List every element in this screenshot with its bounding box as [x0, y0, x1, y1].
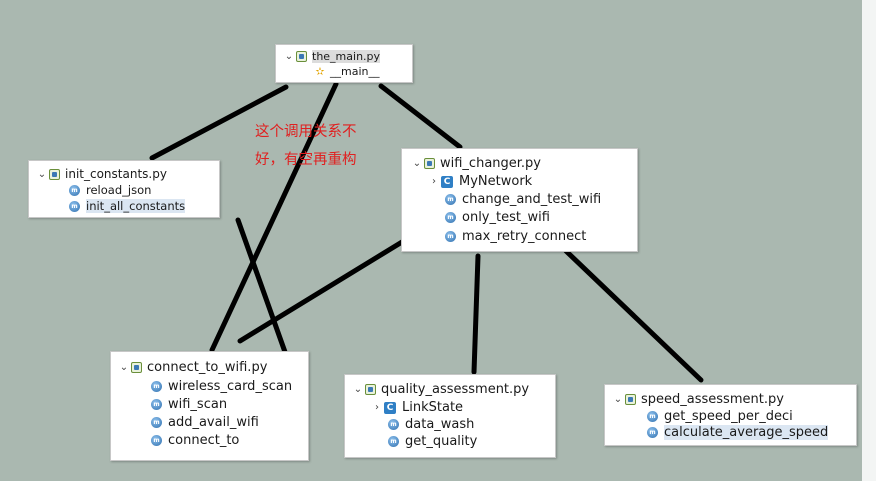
tree-item-only-test-wifi[interactable]: m only_test_wifi — [445, 210, 550, 225]
edge-main-init — [149, 84, 289, 161]
chevron-down-icon[interactable]: ⌄ — [412, 158, 422, 169]
annotation-line-2: 好，有空再重构 — [255, 152, 357, 168]
tree-node-wifi-changer[interactable]: ⌄ wifi_changer.py — [410, 156, 541, 171]
chevron-down-icon[interactable]: ⌄ — [284, 51, 294, 62]
refactor-annotation: 这个调用关系不 好，有空再重构 — [255, 118, 357, 174]
tree-item-change-and-test-wifi[interactable]: m change_and_test_wifi — [445, 192, 601, 207]
method-icon: m — [388, 436, 399, 447]
module-label: quality_assessment.py — [381, 382, 530, 397]
module-label: speed_assessment.py — [641, 392, 784, 407]
edge-connect-init — [235, 217, 288, 355]
tree-item-add-avail-wifi[interactable]: m add_avail_wifi — [151, 415, 259, 430]
method-icon: m — [647, 411, 658, 422]
module-box-the-main: ⌄ the_main.py ✫ __main__ — [275, 44, 413, 83]
python-file-icon — [365, 384, 376, 395]
item-label: add_avail_wifi — [168, 415, 259, 430]
python-file-icon — [131, 362, 142, 373]
module-label: init_constants.py — [65, 167, 167, 181]
item-label: get_speed_per_deci — [664, 409, 793, 424]
item-label: max_retry_connect — [462, 229, 587, 244]
module-label: the_main.py — [312, 50, 381, 63]
tree-item-main[interactable]: ✫ __main__ — [314, 65, 379, 78]
item-label: change_and_test_wifi — [462, 192, 602, 207]
python-file-icon — [296, 51, 307, 62]
chevron-right-icon[interactable]: › — [432, 176, 436, 187]
python-file-icon — [49, 168, 60, 180]
tree-item-connect-to[interactable]: m connect_to — [151, 433, 239, 448]
item-label: init_all_constants — [86, 199, 186, 213]
item-label: only_test_wifi — [462, 210, 550, 225]
class-icon: C — [441, 175, 453, 188]
edge-main-wifi — [378, 83, 463, 150]
method-icon: m — [151, 381, 162, 392]
method-icon: m — [151, 435, 162, 446]
item-label: connect_to — [168, 433, 240, 448]
method-icon: m — [151, 399, 162, 410]
tree-node-init-constants[interactable]: ⌄ init_constants.py — [35, 167, 167, 181]
annotation-line-1: 这个调用关系不 — [255, 124, 357, 140]
chevron-down-icon[interactable]: ⌄ — [613, 394, 623, 405]
method-icon: m — [445, 194, 456, 205]
chevron-down-icon[interactable]: ⌄ — [119, 362, 129, 373]
tree-node-the-main[interactable]: ⌄ the_main.py — [282, 50, 381, 63]
method-icon: m — [445, 212, 456, 223]
tree-item-data-wash[interactable]: m data_wash — [388, 417, 474, 432]
tree-item-linkstate[interactable]: › C LinkState — [370, 400, 463, 415]
star-icon: ✫ — [315, 65, 325, 78]
method-icon: m — [445, 231, 456, 242]
page-edge — [862, 0, 876, 481]
item-label: calculate_average_speed — [664, 425, 829, 440]
tree-item-calculate-average-speed[interactable]: m calculate_average_speed — [647, 425, 829, 440]
item-label: MyNetwork — [459, 174, 533, 189]
tree-node-speed-assessment[interactable]: ⌄ speed_assessment.py — [611, 392, 784, 407]
edge-main-connect — [209, 81, 339, 353]
module-label: wifi_changer.py — [440, 156, 542, 171]
python-file-icon — [625, 394, 636, 405]
class-icon: C — [384, 401, 396, 414]
tree-item-reload-json[interactable]: m reload_json — [69, 183, 151, 197]
module-box-init-constants: ⌄ init_constants.py m reload_json m init… — [28, 160, 220, 218]
tree-item-get-quality[interactable]: m get_quality — [388, 434, 477, 449]
item-label: data_wash — [405, 417, 475, 432]
item-label: reload_json — [86, 183, 152, 197]
method-icon: m — [647, 427, 658, 438]
edge-wifi-quality — [471, 253, 481, 375]
chevron-right-icon[interactable]: › — [375, 402, 379, 413]
method-icon: m — [151, 417, 162, 428]
edge-wifi-connect — [237, 239, 405, 344]
module-label: connect_to_wifi.py — [147, 360, 268, 375]
item-label: LinkState — [402, 400, 464, 415]
item-label: wireless_card_scan — [168, 379, 293, 394]
tree-item-max-retry-connect[interactable]: m max_retry_connect — [445, 229, 586, 244]
tree-item-get-speed-per-deci[interactable]: m get_speed_per_deci — [647, 409, 793, 424]
method-icon: m — [69, 200, 80, 212]
module-box-connect-to-wifi: ⌄ connect_to_wifi.py m wireless_card_sca… — [110, 351, 309, 461]
item-label: get_quality — [405, 434, 478, 449]
item-label: __main__ — [330, 65, 380, 78]
tree-item-wifi-scan[interactable]: m wifi_scan — [151, 397, 227, 412]
edge-wifi-speed — [563, 248, 704, 383]
tree-item-wireless-card-scan[interactable]: m wireless_card_scan — [151, 379, 292, 394]
module-box-quality-assessment: ⌄ quality_assessment.py › C LinkState m … — [344, 374, 556, 458]
item-label: wifi_scan — [168, 397, 228, 412]
module-box-speed-assessment: ⌄ speed_assessment.py m get_speed_per_de… — [604, 384, 857, 446]
tree-item-mynetwork[interactable]: › C MyNetwork — [427, 174, 532, 189]
method-icon: m — [388, 419, 399, 430]
tree-item-init-all-constants[interactable]: m init_all_constants — [69, 199, 186, 213]
tree-node-connect-to-wifi[interactable]: ⌄ connect_to_wifi.py — [117, 360, 268, 375]
chevron-down-icon[interactable]: ⌄ — [353, 384, 363, 395]
method-icon: m — [69, 184, 80, 196]
python-file-icon — [424, 158, 435, 169]
module-box-wifi-changer: ⌄ wifi_changer.py › C MyNetwork m change… — [401, 148, 638, 252]
tree-node-quality-assessment[interactable]: ⌄ quality_assessment.py — [351, 382, 529, 397]
chevron-down-icon[interactable]: ⌄ — [37, 168, 47, 180]
